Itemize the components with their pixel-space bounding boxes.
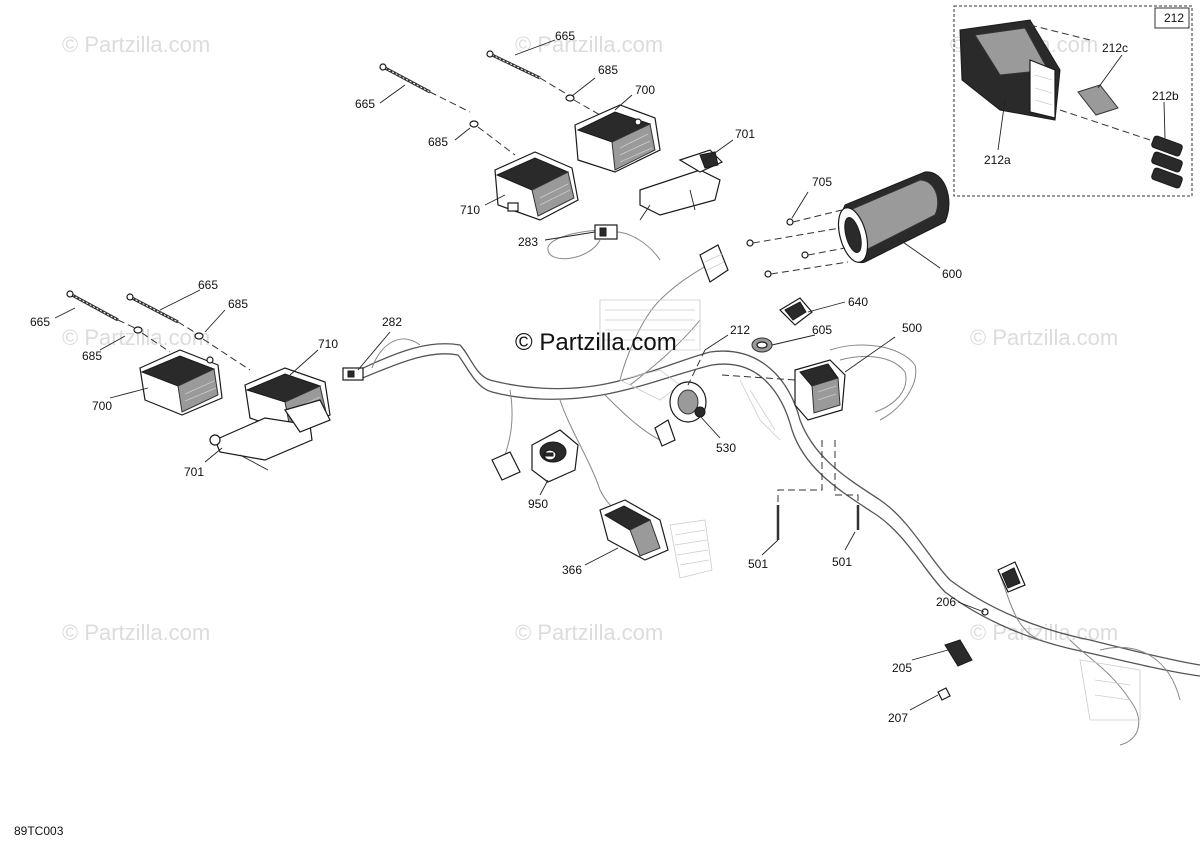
harness-plug-left bbox=[491, 451, 521, 481]
clip-206 bbox=[981, 608, 989, 616]
nut-207 bbox=[937, 687, 951, 701]
module-366 bbox=[599, 499, 713, 579]
callout-665: 665 bbox=[198, 278, 218, 292]
wiring-harness bbox=[354, 229, 1200, 746]
watermark-bottom-left: © Partzilla.com bbox=[62, 620, 210, 645]
relay-710-top bbox=[494, 151, 579, 221]
callout-605: 605 bbox=[812, 323, 832, 337]
top-relay-group bbox=[379, 50, 729, 283]
screw-665-left-b bbox=[126, 293, 179, 324]
sensor-530 bbox=[654, 381, 707, 447]
watermark-center: © Partzilla.com bbox=[515, 329, 677, 356]
callout-283: 283 bbox=[518, 235, 538, 249]
callout-212c: 212c bbox=[1102, 41, 1128, 55]
ring-605 bbox=[751, 337, 773, 353]
callout-701: 701 bbox=[735, 127, 755, 141]
callout-710: 710 bbox=[318, 337, 338, 351]
socket-cover-600 bbox=[837, 171, 950, 263]
callout-700: 700 bbox=[635, 83, 655, 97]
callout-700: 700 bbox=[92, 399, 112, 413]
leader-lines bbox=[54, 39, 1166, 711]
callout-366: 366 bbox=[562, 563, 582, 577]
screw-665-left-top bbox=[379, 63, 431, 94]
fuse-212c bbox=[1077, 84, 1119, 116]
inset-212: 212 bbox=[953, 5, 1193, 197]
watermark-top-center: © Partzilla.com bbox=[515, 32, 663, 57]
relay-700-top bbox=[574, 104, 661, 173]
watermark-bottom-center: © Partzilla.com bbox=[515, 620, 663, 645]
connector-640 bbox=[779, 297, 813, 326]
callout-685: 685 bbox=[228, 297, 248, 311]
fuses-212b bbox=[1151, 135, 1183, 189]
callout-685: 685 bbox=[82, 349, 102, 363]
callout-600: 600 bbox=[942, 267, 962, 281]
ignition-switch-950 bbox=[531, 429, 579, 483]
switch-500 bbox=[794, 359, 846, 421]
bracket-701-top bbox=[639, 149, 724, 221]
washer-685-left-b bbox=[194, 332, 204, 340]
callout-685: 685 bbox=[598, 63, 618, 77]
callout-665: 665 bbox=[555, 29, 575, 43]
diagram-id: 89TC003 bbox=[14, 824, 64, 838]
connector-283 bbox=[594, 224, 618, 240]
watermark-top-left: © Partzilla.com bbox=[62, 32, 210, 57]
callout-685: 685 bbox=[428, 135, 448, 149]
callout-701: 701 bbox=[184, 465, 204, 479]
harness-connector-top bbox=[699, 244, 729, 283]
callout-705: 705 bbox=[812, 175, 832, 189]
callout-530: 530 bbox=[716, 441, 736, 455]
callout-640: 640 bbox=[848, 295, 868, 309]
left-relay-group bbox=[66, 290, 364, 471]
callout-500: 500 bbox=[902, 321, 922, 335]
callout-206: 206 bbox=[936, 595, 956, 609]
callout-710: 710 bbox=[460, 203, 480, 217]
callout-501: 501 bbox=[748, 557, 768, 571]
callout-207: 207 bbox=[888, 711, 908, 725]
bracket-701-left bbox=[209, 399, 331, 471]
connector-282 bbox=[342, 367, 364, 381]
callout-665: 665 bbox=[30, 315, 50, 329]
washer-685-left-top bbox=[469, 120, 479, 128]
callout-665: 665 bbox=[355, 97, 375, 111]
clamp-205 bbox=[944, 639, 973, 667]
inset-box-label: 212 bbox=[1164, 11, 1184, 25]
screw-665-left-a bbox=[66, 290, 119, 322]
connector-206-area bbox=[981, 561, 1026, 616]
screw-665-top bbox=[486, 50, 541, 80]
screws-705 bbox=[746, 209, 849, 278]
callout-950: 950 bbox=[528, 497, 548, 511]
callout-labels: 665 685 665 685 700 701 710 283 705 600 … bbox=[30, 29, 1179, 725]
fuse-box-212a bbox=[959, 19, 1061, 121]
callout-205: 205 bbox=[892, 661, 912, 675]
callout-212b: 212b bbox=[1152, 89, 1179, 103]
callout-282: 282 bbox=[382, 315, 402, 329]
relay-700-left bbox=[139, 349, 223, 416]
washer-685-left-a bbox=[133, 326, 143, 334]
screws-501 bbox=[776, 440, 860, 540]
washer-685-top bbox=[565, 94, 575, 102]
callout-501: 501 bbox=[832, 555, 852, 569]
callout-212: 212 bbox=[730, 323, 750, 337]
watermark-mid-right: © Partzilla.com bbox=[970, 325, 1118, 350]
callout-212a: 212a bbox=[984, 153, 1011, 167]
